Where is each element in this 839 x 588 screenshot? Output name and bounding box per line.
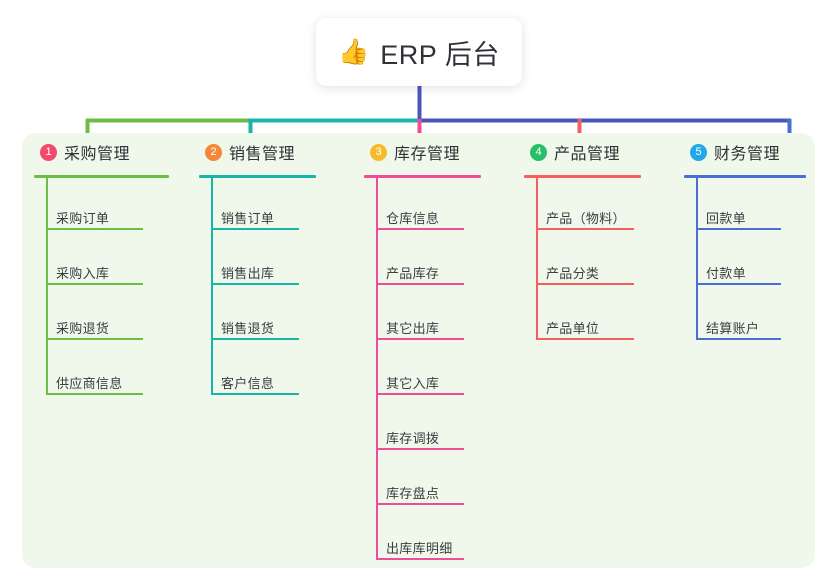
branch-title-2: 销售管理 [229,146,296,163]
leaf-item[interactable]: 产品单位 [546,321,600,336]
branch-title-1: 采购管理 [64,146,131,163]
leaf-underline [376,283,464,285]
branch-column-1: 1 采购管理采购订单采购入库采购退货供应商信息 [22,133,187,568]
leaf-underline [376,503,464,505]
branch-underline-5 [684,175,806,178]
root-node-card[interactable]: 👍 ERP 后台 [316,18,522,86]
leaf-underline [211,338,299,340]
leaf-item[interactable]: 产品（物料） [546,211,626,226]
branch-badge-4: 4 [530,143,547,161]
leaf-item[interactable]: 产品库存 [386,266,440,281]
branch-spine-5 [696,177,698,338]
leaf-underline [211,228,299,230]
leaf-item[interactable]: 其它入库 [386,376,440,391]
leaf-underline [376,448,464,450]
diagram-panel [22,133,815,568]
leaf-item[interactable]: 出库库明细 [386,541,453,556]
leaf-item[interactable]: 采购入库 [56,266,110,281]
branch-title-3: 库存管理 [394,146,461,163]
branch-header-2[interactable]: 2 销售管理 [187,133,352,171]
branch-spine-2 [211,177,213,393]
branch-title-5: 财务管理 [714,146,781,163]
page-title: ERP 后台 [380,39,500,70]
branch-header-3[interactable]: 3 库存管理 [352,133,512,171]
leaf-underline [46,338,143,340]
branch-underline-4 [524,175,641,178]
leaf-underline [376,393,464,395]
branch-columns: 1 采购管理采购订单采购入库采购退货供应商信息 2 销售管理销售订单销售出库销售退货客… [22,133,815,568]
leaf-item[interactable]: 供应商信息 [56,376,123,391]
leaf-item[interactable]: 销售订单 [221,211,275,226]
leaf-item[interactable]: 库存盘点 [386,486,440,501]
leaf-item[interactable]: 其它出库 [386,321,440,336]
branch-spine-4 [536,177,538,338]
leaf-item[interactable]: 产品分类 [546,266,600,281]
leaf-underline [211,283,299,285]
leaf-underline [46,283,143,285]
thumbs-up-icon: 👍 [338,37,370,66]
leaf-underline [376,338,464,340]
branch-badge-5: 5 [690,143,707,161]
leaf-underline [696,283,781,285]
leaf-underline [696,228,781,230]
branch-underline-1 [34,175,169,178]
leaf-item[interactable]: 库存调拨 [386,431,440,446]
leaf-underline [536,283,634,285]
leaf-item[interactable]: 客户信息 [221,376,275,391]
leaf-underline [211,393,299,395]
leaf-underline [376,228,464,230]
leaf-underline [536,338,634,340]
branch-title-4: 产品管理 [554,146,621,163]
branch-header-4[interactable]: 4 产品管理 [512,133,672,171]
leaf-underline [696,338,781,340]
leaf-item[interactable]: 付款单 [706,266,746,281]
leaf-item[interactable]: 回款单 [706,211,746,226]
leaf-underline [46,393,143,395]
branch-column-3: 3 库存管理仓库信息产品库存其它出库其它入库库存调拨库存盘点出库库明细 [352,133,512,568]
leaf-item[interactable]: 采购订单 [56,211,110,226]
branch-underline-2 [199,175,316,178]
leaf-item[interactable]: 销售出库 [221,266,275,281]
branch-spine-1 [46,177,48,393]
branch-header-5[interactable]: 5 财务管理 [672,133,815,171]
leaf-item[interactable]: 采购退货 [56,321,110,336]
leaf-item[interactable]: 仓库信息 [386,211,440,226]
leaf-item[interactable]: 结算账户 [706,321,760,336]
branch-badge-1: 1 [40,143,57,161]
leaf-underline [536,228,634,230]
branch-header-1[interactable]: 1 采购管理 [22,133,187,171]
branch-spine-3 [376,177,378,558]
leaf-underline [46,228,143,230]
branch-column-4: 4 产品管理产品（物料） 产品分类产品单位 [512,133,672,568]
branch-badge-3: 3 [370,143,387,161]
branch-column-5: 5 财务管理回款单付款单结算账户 [672,133,815,568]
branch-badge-2: 2 [205,143,222,161]
branch-column-2: 2 销售管理销售订单销售出库销售退货客户信息 [187,133,352,568]
leaf-item[interactable]: 销售退货 [221,321,275,336]
leaf-underline [376,558,464,560]
branch-underline-3 [364,175,481,178]
